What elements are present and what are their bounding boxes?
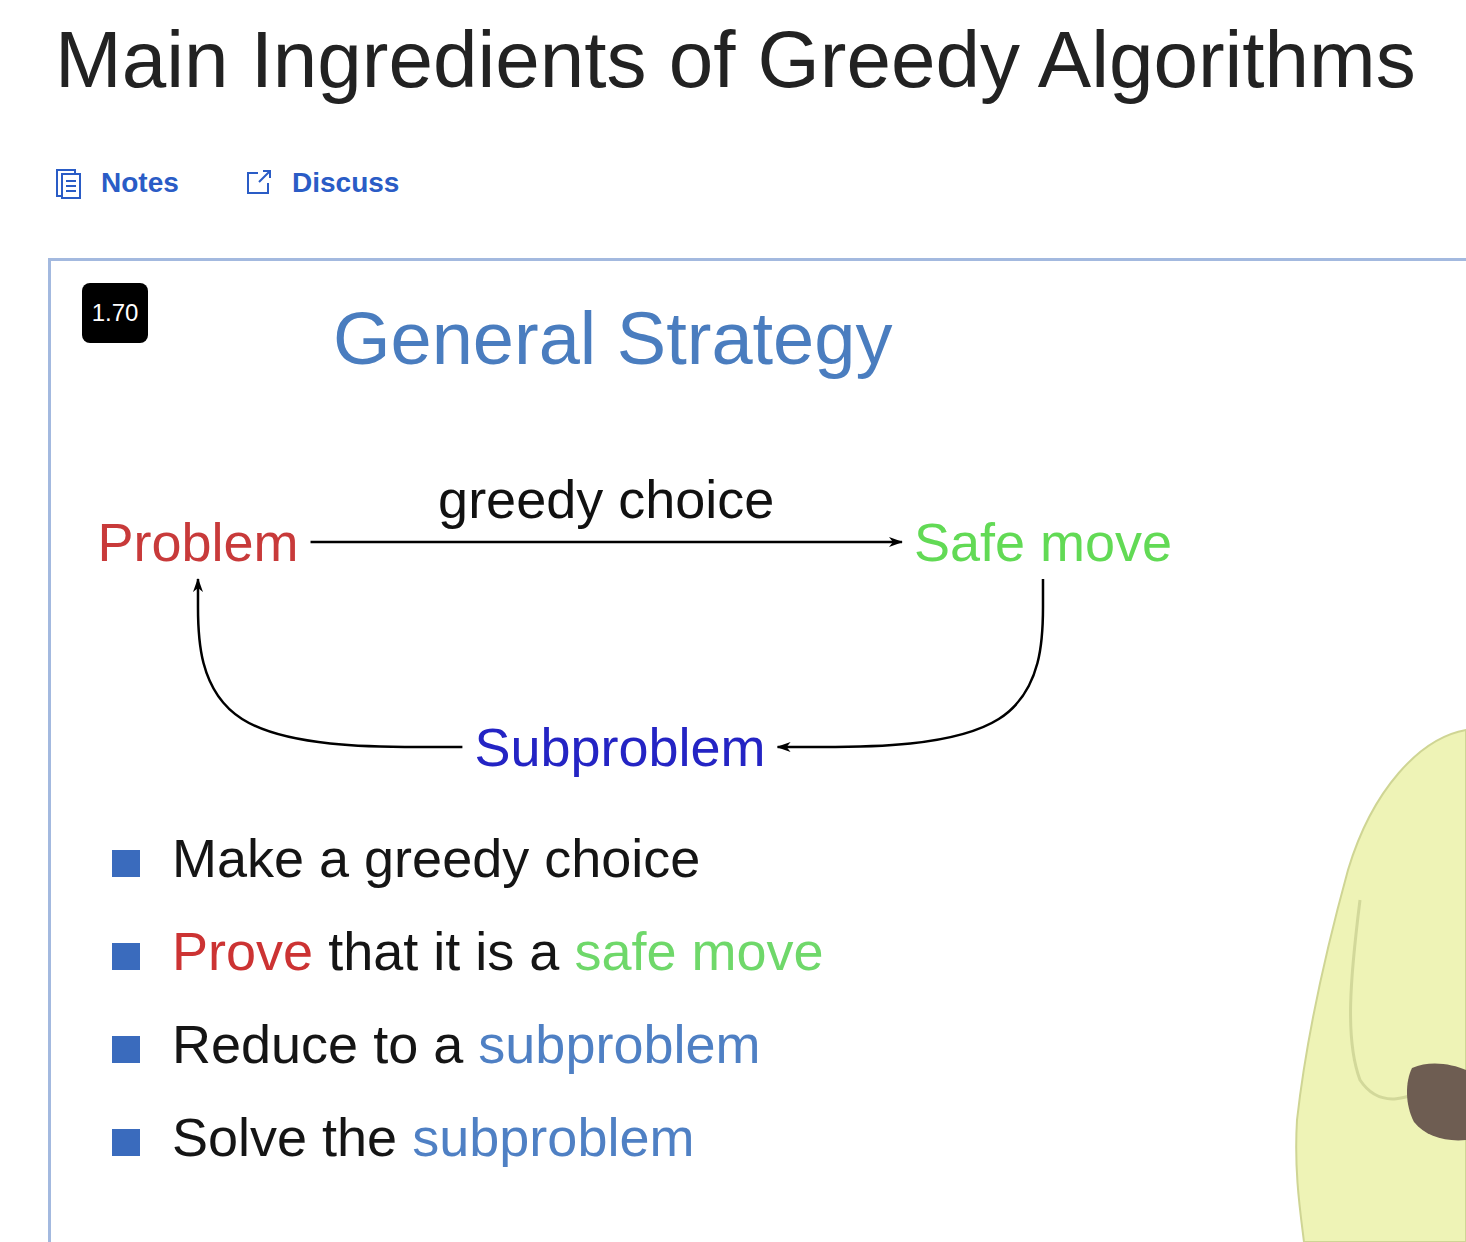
connector-arrow: [198, 579, 462, 747]
bullet-square: [112, 1129, 140, 1156]
bullet-square: [112, 943, 140, 970]
node-label: Problem: [97, 511, 298, 573]
safe-move-node: Safe move: [910, 509, 1176, 575]
bullet-text: Make a greedy choice: [172, 826, 700, 891]
bullet-square: [112, 850, 140, 877]
presenter-figure: [1296, 730, 1466, 1242]
bullet-line: Reduce to asubproblem: [172, 1012, 760, 1077]
speed-badge: 1.70: [82, 283, 148, 343]
slide-title: General Strategy: [333, 295, 892, 384]
bullet-text: subproblem: [478, 1012, 760, 1077]
bullet-text: safe move: [574, 919, 823, 984]
edge-label: greedy choice: [434, 467, 778, 532]
bullet-text: subproblem: [412, 1105, 694, 1170]
bullet-text: Prove: [172, 919, 313, 984]
subproblem-node: Subproblem: [470, 714, 769, 780]
problem-node: Problem: [93, 509, 302, 575]
notes-icon: [57, 170, 80, 198]
bullet-line: Make a greedy choice: [172, 826, 700, 891]
bullet-squares: [112, 850, 140, 1156]
discuss-icon-arrow: [259, 171, 270, 182]
bullet-text: Reduce to a: [172, 1012, 463, 1077]
connector-arrow: [778, 579, 1043, 747]
notes-link: Notes: [101, 166, 179, 200]
bullet-square: [112, 1036, 140, 1063]
discuss-link: Discuss: [292, 166, 399, 200]
node-label: Safe move: [914, 511, 1172, 573]
node-label: Subproblem: [474, 716, 765, 778]
bullet-line: Provethat it is asafe move: [172, 919, 824, 984]
bullet-text: Solve the: [172, 1105, 397, 1170]
discuss-icon: [248, 171, 270, 193]
presenter-hand: [1407, 1064, 1466, 1141]
slide-frame: [50, 260, 1466, 1242]
presenter-sweater: [1296, 730, 1466, 1242]
notes-icon-line: [66, 180, 76, 182]
connector-arrow: [311, 541, 902, 544]
notes-icon-line: [66, 185, 76, 187]
bullet-line: Solve thesubproblem: [172, 1105, 694, 1170]
bullet-text: that it is a: [328, 919, 559, 984]
page-title: Main Ingredients of Greedy Algorithms: [55, 14, 1416, 106]
notes-icon-line: [66, 190, 76, 192]
notes-icon-page: [62, 174, 80, 198]
